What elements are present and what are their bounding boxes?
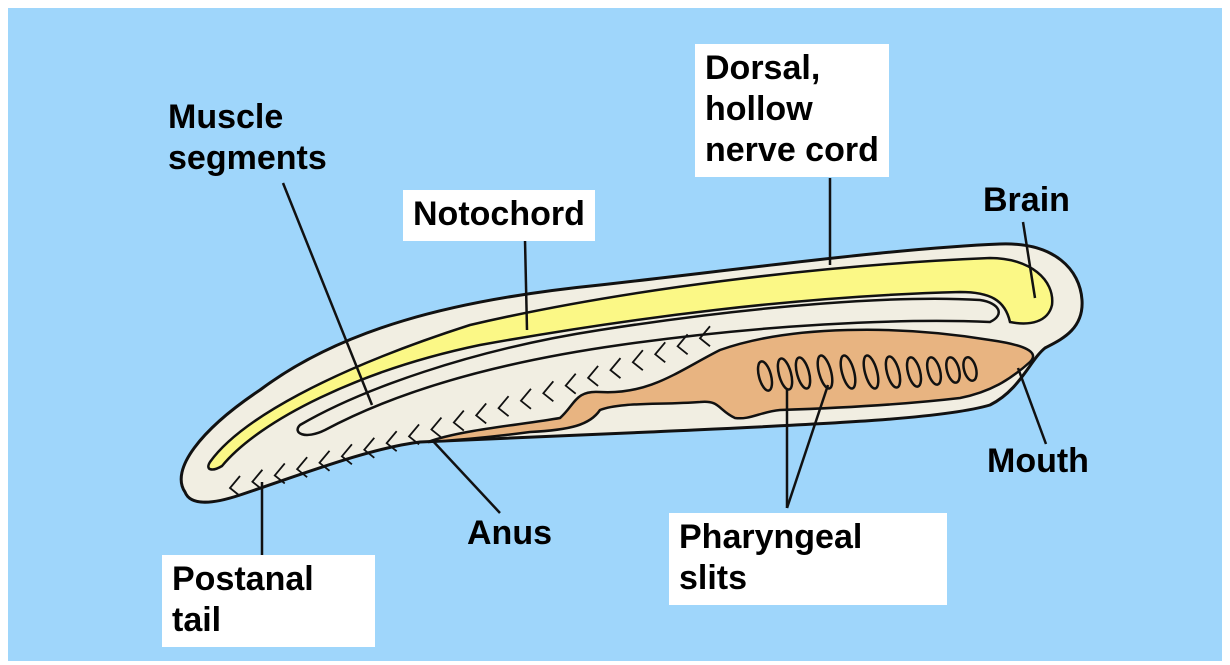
label-pharyngeal-slits: Pharyngeal slits <box>669 513 947 605</box>
label-muscle-segments: Muscle segments <box>168 97 327 179</box>
anus-leader <box>432 440 500 513</box>
label-brain: Brain <box>983 180 1070 221</box>
label-notochord: Notochord <box>403 190 595 241</box>
label-anus: Anus <box>467 513 552 554</box>
label-dorsal-nerve-cord: Dorsal, hollow nerve cord <box>695 44 889 177</box>
mouth-leader <box>1018 368 1046 444</box>
label-mouth: Mouth <box>987 441 1089 482</box>
label-postanal-tail: Postanal tail <box>162 555 375 647</box>
